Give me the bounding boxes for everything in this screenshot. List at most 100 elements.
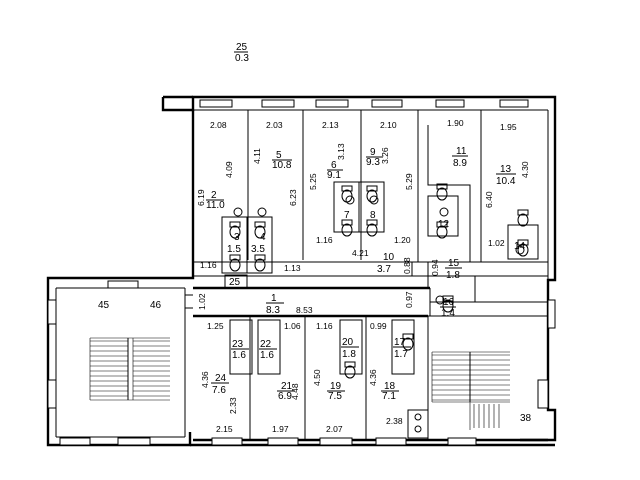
toilet-icon bbox=[517, 209, 529, 227]
sink-icon bbox=[369, 195, 379, 205]
room-13-number: 13 bbox=[500, 164, 512, 175]
dimension-labels: 2.08 2.03 2.13 2.10 1.90 1.95 4.09 4.11 … bbox=[196, 118, 530, 434]
room-19-number: 19 bbox=[330, 381, 342, 392]
room-24-number: 24 bbox=[215, 373, 227, 384]
dim-4-11: 4.11 bbox=[252, 148, 262, 164]
dim-4-36-b: 4.36 bbox=[368, 369, 378, 386]
toilet-icon bbox=[341, 185, 353, 203]
room-6-number: 6 bbox=[331, 160, 337, 171]
room-25-small-label: 25 bbox=[229, 277, 241, 288]
room-15-number: 15 bbox=[448, 258, 460, 269]
dim-0-97: 0.97 bbox=[404, 291, 414, 308]
dim-6-23: 6.23 bbox=[288, 189, 298, 206]
sink-icon bbox=[515, 245, 525, 255]
dim-1-02-b: 1.02 bbox=[197, 293, 207, 310]
dim-2-15: 2.15 bbox=[216, 424, 233, 434]
room-1-area: 8.3 bbox=[266, 305, 280, 316]
lower-partitions bbox=[229, 316, 429, 440]
space-45-label: 45 bbox=[98, 300, 110, 311]
room-12-label: 12 bbox=[438, 219, 450, 230]
dim-2-38: 2.38 bbox=[386, 416, 403, 426]
dim-4-36-a: 4.36 bbox=[200, 371, 210, 388]
room-9-area: 9.3 bbox=[366, 157, 380, 168]
room-11-area: 8.9 bbox=[453, 158, 467, 169]
toilet-icon bbox=[341, 219, 353, 237]
dim-1-20: 1.20 bbox=[394, 235, 411, 245]
sink-icon bbox=[345, 195, 355, 205]
room-23-area: 1.6 bbox=[232, 350, 246, 361]
room-20-area: 1.8 bbox=[342, 349, 356, 360]
room-1-5-label: 1.5 bbox=[227, 244, 241, 255]
dim-4-50: 4.50 bbox=[312, 369, 322, 386]
toilet-icon bbox=[229, 221, 241, 239]
dim-5-25: 5.25 bbox=[308, 173, 318, 190]
dim-4-48: 4.48 bbox=[290, 383, 300, 400]
dim-1-90: 1.90 bbox=[447, 118, 464, 128]
dim-1-97: 1.97 bbox=[272, 424, 289, 434]
fixtures bbox=[229, 183, 529, 379]
room-20-number: 20 bbox=[342, 337, 354, 348]
dim-0-99: 0.99 bbox=[370, 321, 387, 331]
room-21-area: 6.9 bbox=[278, 391, 292, 402]
room-21-number: 21 bbox=[281, 381, 293, 392]
room-6-area: 9.1 bbox=[327, 170, 341, 181]
room-10-area: 3.7 bbox=[377, 264, 391, 275]
sink-icon bbox=[439, 207, 449, 217]
room-8-label: 8 bbox=[370, 210, 376, 221]
dim-1-16-b: 1.16 bbox=[200, 260, 217, 270]
room-labels: 25 0.3 2 11.0 5 10.8 6 9.1 9 9.3 11 8.9 … bbox=[98, 42, 532, 424]
windows bbox=[47, 99, 556, 446]
dim-1-25: 1.25 bbox=[207, 321, 224, 331]
dim-6-40: 6.40 bbox=[484, 191, 494, 208]
room-16-number: 16 bbox=[443, 297, 455, 308]
dim-2-33: 2.33 bbox=[228, 397, 238, 414]
room-24-area: 7.6 bbox=[212, 385, 226, 396]
dim-2-07: 2.07 bbox=[326, 424, 343, 434]
space-38-label: 38 bbox=[520, 413, 532, 424]
room-22-area: 1.6 bbox=[260, 350, 274, 361]
room-15-area: 1.8 bbox=[446, 270, 460, 281]
room-7-label: 7 bbox=[344, 210, 350, 221]
toilet-icon bbox=[436, 183, 448, 201]
room-19-area: 7.5 bbox=[328, 391, 342, 402]
room-17-number: 17 bbox=[394, 337, 406, 348]
dim-3-13: 3.13 bbox=[336, 143, 346, 160]
room-2-area: 11.0 bbox=[206, 200, 225, 211]
toilet-icon bbox=[344, 361, 356, 379]
room-11-number: 11 bbox=[456, 146, 467, 157]
toilet-icon bbox=[229, 254, 241, 272]
room-1-number: 1 bbox=[271, 293, 277, 304]
dim-4-30: 4.30 bbox=[520, 161, 530, 178]
dim-2-03: 2.03 bbox=[266, 120, 283, 130]
dim-1-06: 1.06 bbox=[284, 321, 301, 331]
stair-steps bbox=[90, 340, 170, 397]
room-22-number: 22 bbox=[260, 339, 272, 350]
dim-0-94: 0.94 bbox=[430, 259, 440, 276]
room-9-number: 9 bbox=[370, 147, 376, 158]
dim-1-16-c: 1.16 bbox=[316, 321, 333, 331]
toilet-icon bbox=[366, 219, 378, 237]
space-46-label: 46 bbox=[150, 300, 162, 311]
room-5-area: 10.8 bbox=[272, 160, 292, 171]
dim-3-26: 3.26 bbox=[380, 147, 390, 164]
toilet-icon bbox=[517, 239, 529, 257]
room-4-label: 4 bbox=[260, 232, 266, 243]
dim-4-21: 4.21 bbox=[352, 248, 369, 258]
room-17-area: 1.7 bbox=[394, 349, 408, 360]
room-25-number: 25 bbox=[236, 42, 248, 53]
dim-1-95: 1.95 bbox=[500, 122, 517, 132]
room-23-number: 23 bbox=[232, 339, 244, 350]
room-18-area: 7.1 bbox=[382, 391, 396, 402]
upper-partitions bbox=[193, 110, 548, 289]
room-10-number: 10 bbox=[383, 252, 395, 263]
room-2-number: 2 bbox=[211, 190, 217, 201]
dim-1-16-a: 1.16 bbox=[316, 235, 333, 245]
dim-2-10: 2.10 bbox=[380, 120, 397, 130]
stair-steps-right bbox=[432, 354, 510, 428]
room-18-number: 18 bbox=[384, 381, 396, 392]
dim-6-19: 6.19 bbox=[196, 189, 206, 206]
dim-4-09: 4.09 bbox=[224, 161, 234, 178]
left-staircase bbox=[89, 337, 170, 401]
dim-2-08: 2.08 bbox=[210, 120, 227, 130]
